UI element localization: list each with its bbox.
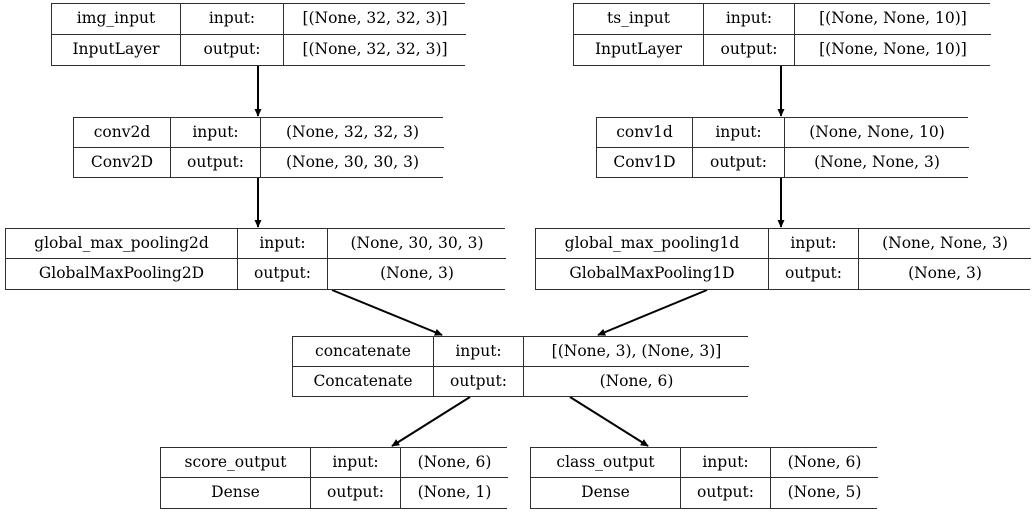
layer-name: global_max_pooling1d <box>536 229 769 259</box>
input-shape: (None, 32, 32, 3) <box>261 118 444 148</box>
input-row-label: input: <box>769 229 859 259</box>
output-shape: (None, 3) <box>859 259 1031 289</box>
input-row-label: input: <box>238 229 328 259</box>
input-shape: (None, 6) <box>771 448 878 478</box>
layer-name: score_output <box>161 448 311 478</box>
output-shape: (None, 5) <box>771 478 878 508</box>
layer-name: class_output <box>531 448 681 478</box>
input-shape: (None, None, 10) <box>785 118 969 148</box>
input-row-label: input: <box>181 4 284 35</box>
input-row-label: input: <box>704 4 795 35</box>
input-shape: [(None, None, 10)] <box>795 4 991 35</box>
layer-name: conv1d <box>597 118 693 148</box>
layer-class: Dense <box>161 478 311 508</box>
edge-concatenate-to-class_output <box>569 396 649 447</box>
output-shape: (None, 3) <box>328 259 506 289</box>
input-row-label: input: <box>171 118 261 148</box>
layer-class: Concatenate <box>293 366 434 396</box>
layer-class: Dense <box>531 478 681 508</box>
edge-global_max_pooling1d-to-concatenate <box>597 289 708 336</box>
input-row-label: input: <box>693 118 785 148</box>
output-row-label: output: <box>311 478 401 508</box>
input-shape: [(None, 3), (None, 3)] <box>524 337 749 367</box>
output-shape: [(None, None, 10)] <box>795 34 991 65</box>
output-shape: (None, 30, 30, 3) <box>261 147 444 177</box>
input-row-label: input: <box>311 448 401 478</box>
output-row-label: output: <box>238 259 328 289</box>
layer-class: InputLayer <box>574 34 704 65</box>
edge-concatenate-to-score_output <box>391 396 471 447</box>
layer-class: Conv2D <box>74 147 171 177</box>
output-row-label: output: <box>769 259 859 289</box>
input-row-label: input: <box>681 448 771 478</box>
output-shape: (None, 6) <box>524 366 749 396</box>
output-row-label: output: <box>434 366 524 396</box>
output-shape: (None, 1) <box>401 478 508 508</box>
layer-class: Conv1D <box>597 147 693 177</box>
output-row-label: output: <box>704 34 795 65</box>
layer-class: GlobalMaxPooling2D <box>6 259 238 289</box>
layer-class: InputLayer <box>52 34 181 65</box>
layer-name: concatenate <box>293 337 434 367</box>
input-row-label: input: <box>434 337 524 367</box>
input-shape: (None, 30, 30, 3) <box>328 229 506 259</box>
input-shape: (None, None, 3) <box>859 229 1031 259</box>
layer-name: img_input <box>52 4 181 35</box>
input-shape: [(None, 32, 32, 3)] <box>284 4 466 35</box>
output-row-label: output: <box>171 147 261 177</box>
layer-name: ts_input <box>574 4 704 35</box>
edge-global_max_pooling2d-to-concatenate <box>331 289 443 336</box>
output-shape: (None, None, 3) <box>785 147 969 177</box>
output-shape: [(None, 32, 32, 3)] <box>284 34 466 65</box>
output-row-label: output: <box>693 147 785 177</box>
input-shape: (None, 6) <box>401 448 508 478</box>
layer-name: global_max_pooling2d <box>6 229 238 259</box>
layer-name: conv2d <box>74 118 171 148</box>
output-row-label: output: <box>681 478 771 508</box>
output-row-label: output: <box>181 34 284 65</box>
layer-class: GlobalMaxPooling1D <box>536 259 769 289</box>
